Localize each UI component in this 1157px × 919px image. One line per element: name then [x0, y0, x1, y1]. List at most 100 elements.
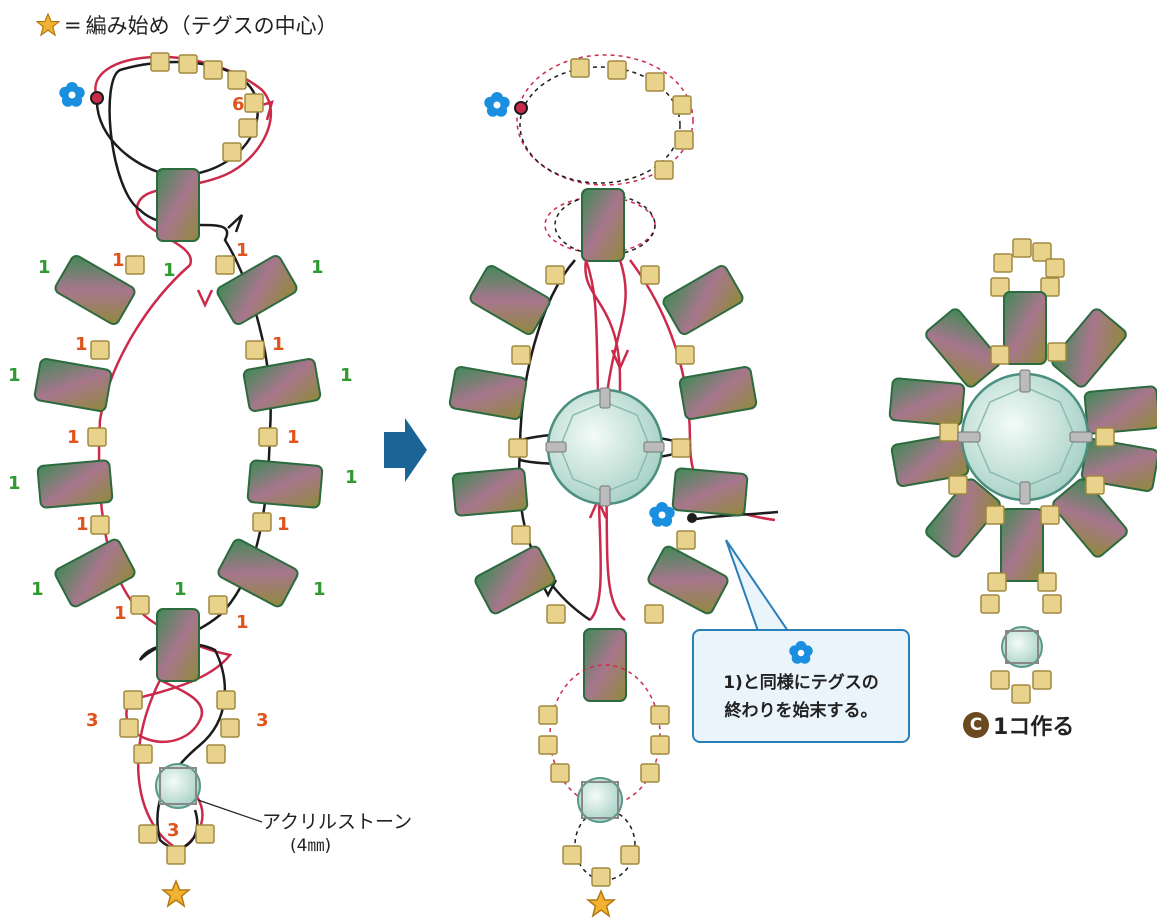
seed-bead [222, 142, 242, 162]
seed-bead [203, 60, 223, 80]
make-count-label: C 1コ作る [963, 709, 1074, 741]
count-seed: 1 [114, 603, 127, 624]
dashed-thread [516, 54, 694, 186]
seed-bead [208, 595, 228, 615]
bugle-bead [472, 543, 558, 617]
seed-bead [570, 58, 590, 78]
seed-bead [1032, 670, 1052, 690]
seed-bead [939, 422, 959, 442]
thread-end-dot [687, 513, 697, 523]
count-seed: 1 [67, 427, 80, 448]
seed-bead [178, 54, 198, 74]
seed-bead [1045, 258, 1065, 278]
seed-bead [562, 845, 582, 865]
seed-bead [252, 512, 272, 532]
seed-bead [245, 340, 265, 360]
step-badge: C [963, 712, 989, 738]
seed-bead [550, 763, 570, 783]
count-lower-ring: 3 [86, 710, 99, 731]
seed-bead [948, 475, 968, 495]
seed-bead [538, 705, 558, 725]
dashed-thread [519, 66, 681, 184]
seed-bead [125, 255, 145, 275]
bugle-bead [215, 536, 301, 610]
seed-bead [538, 735, 558, 755]
seed-bead [990, 670, 1010, 690]
bugle-bead [660, 262, 746, 338]
rhinestone [545, 387, 665, 507]
thread-start-dot [90, 91, 104, 105]
bugle-bead [581, 188, 625, 262]
seed-bead [511, 345, 531, 365]
seed-bead [238, 118, 258, 138]
bugle-bead [52, 536, 138, 610]
star-icon [587, 890, 615, 917]
count-bugle: 1 [38, 257, 51, 278]
thread-start-dot [514, 101, 528, 115]
middle-diagram [447, 54, 790, 917]
count-bugle: 1 [8, 365, 21, 386]
finished-piece [888, 238, 1157, 704]
seed-bead [206, 744, 226, 764]
seed-bead [672, 95, 692, 115]
seed-bead [220, 718, 240, 738]
bugle-bead [583, 628, 627, 702]
seed-bead [90, 340, 110, 360]
star-icon [162, 880, 190, 907]
bugle-bead [32, 357, 114, 413]
seed-bead [258, 427, 278, 447]
seed-bead [671, 438, 691, 458]
seed-bead [227, 70, 247, 90]
seed-bead [166, 845, 186, 865]
seed-bead [546, 604, 566, 624]
seed-bead [644, 604, 664, 624]
stone-label: アクリルストーン (4㎜) [262, 810, 412, 858]
seed-bead [607, 60, 627, 80]
seed-bead [1012, 238, 1032, 258]
callout-pointer [725, 539, 790, 632]
count-bottom-loop: 3 [167, 820, 180, 841]
seed-bead [620, 845, 640, 865]
seed-bead [1037, 572, 1057, 592]
black-arrow [227, 214, 244, 233]
bugle-bead [671, 466, 749, 518]
count-seed: 1 [112, 250, 125, 271]
seed-bead [645, 72, 665, 92]
count-bugle: 1 [8, 473, 21, 494]
bugle-bead [241, 357, 323, 413]
seed-bead [675, 345, 695, 365]
flower-icon [59, 82, 85, 107]
seed-bead [674, 130, 694, 150]
seed-bead [1095, 427, 1115, 447]
seed-bead [123, 690, 143, 710]
count-seed: 1 [76, 514, 89, 535]
legend: = 編み始め（テグスの中心） [36, 10, 338, 40]
bugle-bead [447, 365, 529, 421]
count-bugle: 1 [163, 260, 176, 281]
bugle-bead [1083, 384, 1157, 436]
count-seed: 1 [272, 334, 285, 355]
seed-bead [1042, 594, 1062, 614]
bugle-bead [888, 376, 966, 428]
seed-bead [990, 345, 1010, 365]
seed-bead [987, 572, 1007, 592]
acrylic-stone [577, 777, 623, 823]
seed-bead [591, 867, 611, 887]
seed-bead [993, 253, 1013, 273]
seed-bead [215, 255, 235, 275]
seed-bead [1047, 342, 1067, 362]
seed-bead [130, 595, 150, 615]
seed-bead [244, 93, 264, 113]
count-bugle: 1 [345, 467, 358, 488]
make-count-text: 1コ作る [993, 715, 1075, 740]
seed-bead [216, 690, 236, 710]
seed-bead [676, 530, 696, 550]
callout-line-2: 終わりを始末する。 [724, 701, 878, 721]
seed-bead [508, 438, 528, 458]
seed-bead [640, 763, 660, 783]
acrylic-stone [155, 763, 201, 809]
seed-bead [90, 515, 110, 535]
seed-bead [195, 824, 215, 844]
count-seed: 1 [75, 334, 88, 355]
seed-bead [985, 505, 1005, 525]
